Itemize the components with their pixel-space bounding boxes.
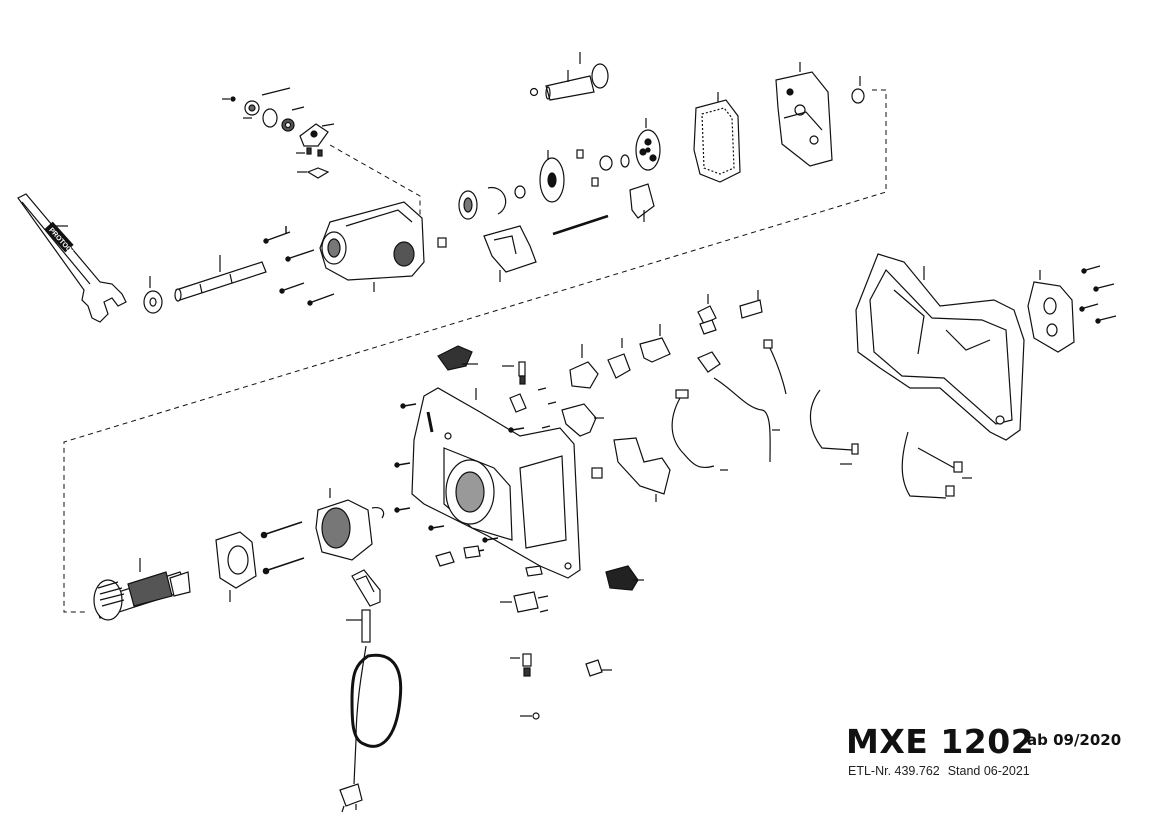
small-gear-parts	[222, 87, 335, 179]
gear-housing-part	[319, 201, 425, 292]
housing-screws	[263, 226, 335, 306]
stand-date: Stand 06-2021	[947, 764, 1030, 778]
gear-cover-part	[775, 62, 865, 167]
housing-shell-left	[411, 387, 581, 579]
air-guide-ring-part	[215, 531, 257, 602]
handle-clip-parts	[697, 290, 763, 373]
drawing-reference: ETL-Nr. 439.762 Stand 06-2021	[848, 764, 1038, 778]
housing-shell-right	[855, 253, 1025, 441]
motor-bracket-parts	[483, 183, 655, 282]
output-shaft-part	[529, 52, 609, 101]
spindle-part	[143, 255, 267, 314]
armature-part	[93, 558, 191, 621]
switch-trigger-parts	[437, 324, 671, 437]
soft-grip-part	[605, 565, 644, 591]
wrench-part: PROTOOL	[17, 193, 127, 323]
cable-bracket-part	[591, 437, 671, 502]
stator-part	[315, 488, 385, 561]
power-cord-part	[339, 569, 403, 813]
etl-number: ETL-Nr. 439.762	[848, 764, 940, 778]
valid-from-date: ab 09/2020	[1027, 731, 1122, 749]
stator-screws	[260, 521, 305, 575]
end-cover-part	[1027, 270, 1075, 353]
gasket-part	[693, 92, 741, 183]
bearing-gear-parts	[437, 118, 661, 248]
carbon-brush-parts	[435, 545, 612, 720]
wiring-harness	[671, 339, 972, 499]
end-cover-screws	[1079, 265, 1117, 324]
model-title: MXE 1202	[846, 722, 1035, 761]
assembly-boundary-line	[63, 89, 887, 613]
